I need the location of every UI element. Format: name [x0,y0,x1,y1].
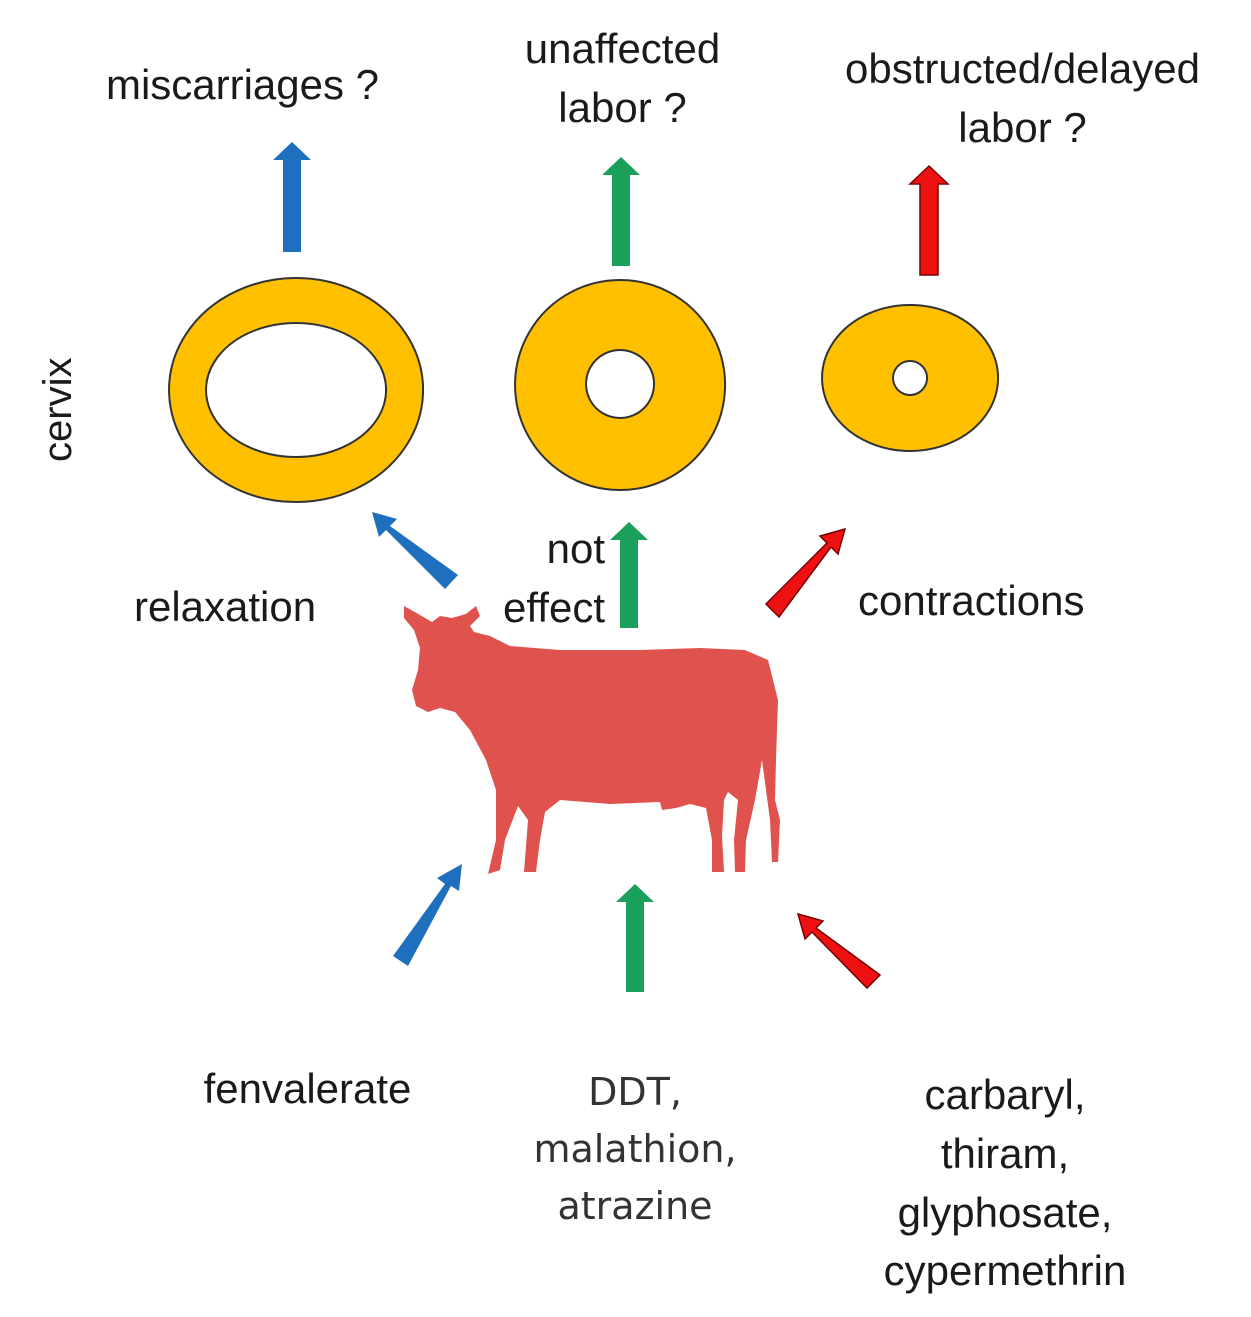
arrow-up-red-icon [908,164,950,276]
arrow-fenvalerate-icon [393,864,462,966]
arrow-ddt-group-icon [616,884,654,992]
outcome-miscarriages-label: miscarriages ? [105,61,380,108]
arrow-contractions-icon [764,527,847,619]
cervix-ring-normal-icon [514,279,726,491]
pesticide-fenvalerate-label: fenvalerate [203,1065,412,1112]
arrow-carbaryl-group-icon [796,912,882,990]
effect-not-effect-label: not effect [503,525,605,631]
cow-silhouette-icon [404,606,780,874]
pesticide-neutral-group-label: DDT, malathion, atrazine [533,1070,737,1228]
arrow-up-green-icon [602,157,640,266]
outcome-unaffected-label: unaffected labor ? [524,25,721,131]
effect-relaxation-label: relaxation [134,583,317,630]
cervix-axis-label: cervix [36,357,80,462]
cervix-ring-closed-icon [821,304,1000,452]
cervix-ring-dilated-icon [168,277,425,503]
arrow-up-blue-icon [273,142,311,252]
outcome-obstructed-label: obstructed/delayed labor ? [845,45,1200,151]
arrow-not-effect-icon [610,522,648,628]
pesticide-contracting-group-label: carbaryl, thiram, glyphosate, cypermethr… [883,1071,1127,1295]
arrow-relaxation-icon [372,512,458,589]
effect-contractions-label: contractions [858,577,1085,624]
